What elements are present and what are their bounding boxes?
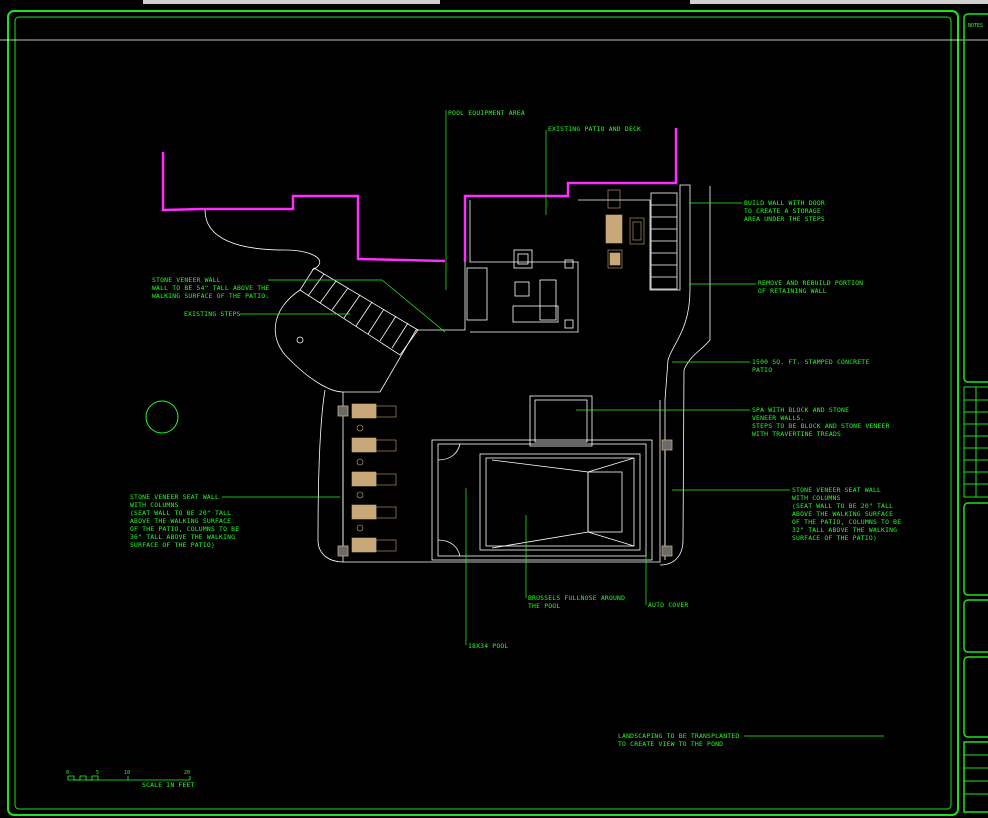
tree-symbol	[145, 400, 179, 434]
scale-tick-5: 5	[96, 770, 99, 776]
note-existing-steps: EXISTING STEPS	[184, 310, 241, 318]
note-stone-veneer-3: WALKING SURFACE OF THE PATIO.	[152, 292, 269, 300]
note-seat-left-4: ABOVE THE WALKING SURFACE	[130, 517, 231, 525]
scale-label: SCALE IN FEET	[142, 781, 195, 789]
application-toolbar-strip	[0, 0, 988, 6]
note-seat-left-5: OF THE PATIO, COLUMNS TO BE	[130, 525, 239, 533]
note-brussels-2: THE POOL	[528, 602, 560, 610]
note-spa-2: VENEER WALLS.	[752, 414, 805, 422]
title-block	[963, 13, 988, 813]
sheet-border	[0, 10, 988, 816]
existing-wall-outline	[161, 128, 678, 263]
furniture	[351, 189, 645, 553]
note-auto-cover: AUTO COVER	[648, 601, 688, 609]
note-seat-left-1: STONE VENEER SEAT WALL	[130, 493, 219, 501]
note-stone-veneer-2: WALL TO BE 54" TALL ABOVE THE	[152, 284, 269, 292]
note-seat-left-2: WITH COLUMNS	[130, 501, 179, 509]
note-seat-right-4: ABOVE THE WALKING SURFACE	[792, 510, 893, 518]
note-existing-patio: EXISTING PATIO AND DECK	[548, 125, 641, 133]
note-seat-right-1: STONE VENEER SEAT WALL	[792, 486, 881, 494]
note-seat-left-6: 36" TALL ABOVE THE WALKING	[130, 533, 235, 541]
scale-tick-20: 20	[184, 770, 190, 776]
note-seat-right-7: SURFACE OF THE PATIO)	[792, 534, 877, 542]
note-seat-right-6: 32" TALL ABOVE THE WALKING	[792, 526, 897, 534]
note-seat-right-2: WITH COLUMNS	[792, 494, 841, 502]
note-seat-right-3: (SEAT WALL TO BE 20" TALL	[792, 502, 893, 510]
toolbar-segment[interactable]	[143, 0, 440, 4]
note-stone-veneer-1: STONE VENEER WALL	[152, 276, 221, 284]
note-spa-3: STEPS TO BE BLOCK AND STONE VENEER	[752, 422, 890, 430]
scale-bar	[67, 775, 191, 781]
columns	[337, 405, 673, 557]
note-remove-rebuild-1: REMOVE AND REBUILD PORTION	[758, 279, 863, 287]
note-pool-equipment: POOL EQUIPMENT AREA	[448, 109, 525, 117]
note-build-wall-3: AREA UNDER THE STEPS	[744, 215, 825, 223]
note-pool-size: 18X34 POOL	[468, 642, 508, 650]
note-seat-left-3: (SEAT WALL TO BE 20" TALL	[130, 509, 231, 517]
scale-tick-10: 10	[124, 770, 130, 776]
note-spa-4: WITH TRAVERTINE TREADS	[752, 430, 841, 438]
note-landscaping-2: TO CREATE VIEW TO THE POND	[618, 740, 723, 748]
title-block-header: NOTES	[968, 23, 983, 29]
note-build-wall-1: BUILD WALL WITH DOOR	[744, 199, 825, 207]
note-stamped-concrete-2: PATIO	[752, 366, 772, 374]
leader-lines	[222, 110, 884, 737]
note-seat-right-5: OF THE PATIO, COLUMNS TO BE	[792, 518, 901, 526]
note-seat-left-7: SURFACE OF THE PATIO)	[130, 541, 215, 549]
note-stamped-concrete-1: 1500 SQ. FT. STAMPED CONCRETE	[752, 358, 869, 366]
note-brussels-1: BRUSSELS FULLNOSE AROUND	[528, 594, 625, 602]
scale-tick-0: 0	[66, 770, 69, 776]
note-build-wall-2: TO CREATE A STORAGE	[744, 207, 821, 215]
note-spa-1: SPA WITH BLOCK AND STONE	[752, 406, 849, 414]
toolbar-segment[interactable]	[690, 0, 988, 4]
site-linework	[204, 184, 711, 566]
note-landscaping-1: LANDSCAPING TO BE TRANSPLANTED	[618, 732, 739, 740]
note-remove-rebuild-2: OF RETAINING WALL	[758, 287, 827, 295]
